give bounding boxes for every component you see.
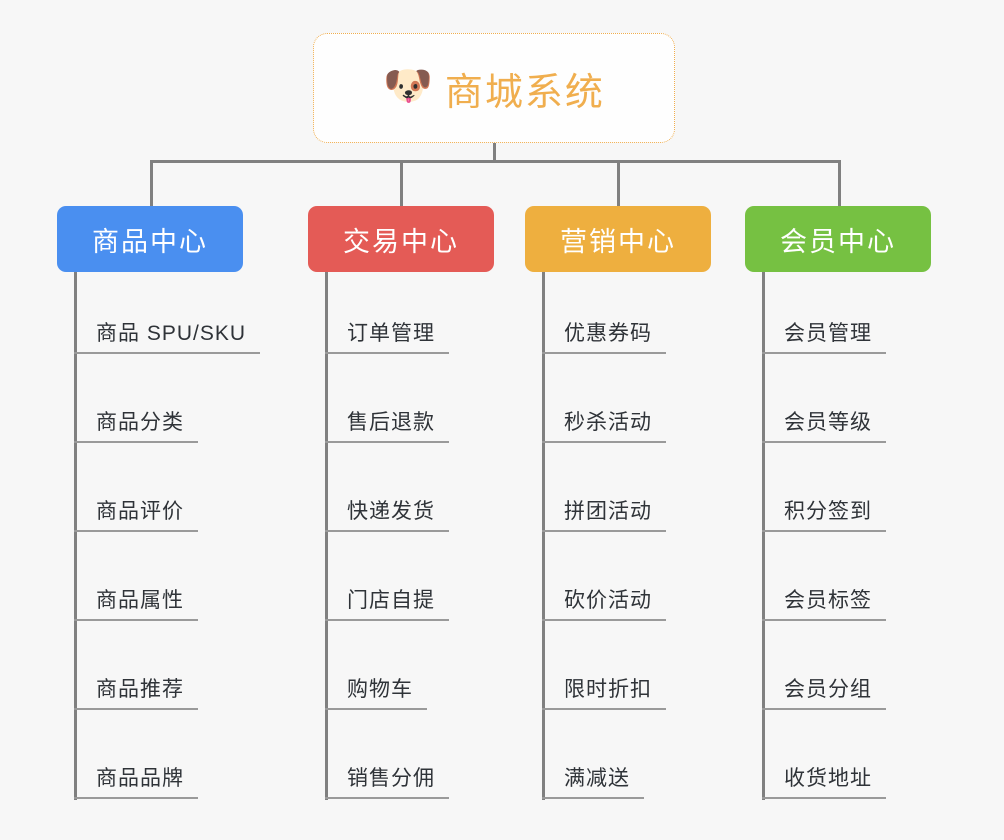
category-label-member-center: 会员中心 (780, 226, 896, 257)
connector-spine-member-center (762, 272, 765, 800)
connector-spine-marketing-center (542, 272, 545, 800)
connector-drop-marketing-center (617, 160, 620, 206)
leaf-item[interactable]: 购物车 (325, 678, 427, 711)
leaf-item[interactable]: 拼团活动 (542, 500, 666, 533)
root-node-mall-system[interactable]: 🐶 商城系统 (313, 33, 675, 143)
leaf-item[interactable]: 收货地址 (762, 767, 886, 800)
leaf-item[interactable]: 砍价活动 (542, 589, 666, 622)
leaf-item[interactable]: 门店自提 (325, 589, 449, 622)
root-node-title: 商城系统 (444, 71, 605, 114)
category-label-marketing-center: 营销中心 (560, 226, 676, 257)
leaf-item[interactable]: 商品 SPU/SKU (74, 322, 261, 355)
leaf-item[interactable]: 会员标签 (762, 589, 886, 622)
leaf-item[interactable]: 商品属性 (74, 589, 198, 622)
connector-drop-member-center (838, 160, 841, 206)
category-box-product-center[interactable]: 商品中心 (57, 206, 243, 272)
connector-drop-trade-center (400, 160, 403, 206)
connector-root-stem (493, 143, 496, 162)
dog-face-icon: 🐶 (383, 64, 433, 108)
leaf-item[interactable]: 订单管理 (325, 322, 449, 355)
leaf-item[interactable]: 商品评价 (74, 500, 198, 533)
leaf-item[interactable]: 商品分类 (74, 411, 198, 444)
leaf-item[interactable]: 销售分佣 (325, 767, 449, 800)
leaf-item[interactable]: 商品推荐 (74, 678, 198, 711)
leaf-item[interactable]: 会员管理 (762, 322, 886, 355)
connector-spine-trade-center (325, 272, 328, 800)
connector-horizontal-bus (150, 160, 840, 163)
leaf-item[interactable]: 会员等级 (762, 411, 886, 444)
leaf-item[interactable]: 秒杀活动 (542, 411, 666, 444)
leaf-item[interactable]: 会员分组 (762, 678, 886, 711)
leaf-item[interactable]: 满减送 (542, 767, 644, 800)
leaf-item[interactable]: 售后退款 (325, 411, 449, 444)
leaf-item[interactable]: 积分签到 (762, 500, 886, 533)
leaf-item[interactable]: 限时折扣 (542, 678, 666, 711)
leaf-item[interactable]: 优惠券码 (542, 322, 666, 355)
connector-drop-product-center (150, 160, 153, 206)
leaf-item[interactable]: 商品品牌 (74, 767, 198, 800)
category-box-marketing-center[interactable]: 营销中心 (525, 206, 711, 272)
connector-spine-product-center (74, 272, 77, 800)
category-box-trade-center[interactable]: 交易中心 (308, 206, 494, 272)
category-label-product-center: 商品中心 (92, 226, 208, 257)
category-label-trade-center: 交易中心 (343, 226, 459, 257)
category-box-member-center[interactable]: 会员中心 (745, 206, 931, 272)
leaf-item[interactable]: 快递发货 (325, 500, 449, 533)
